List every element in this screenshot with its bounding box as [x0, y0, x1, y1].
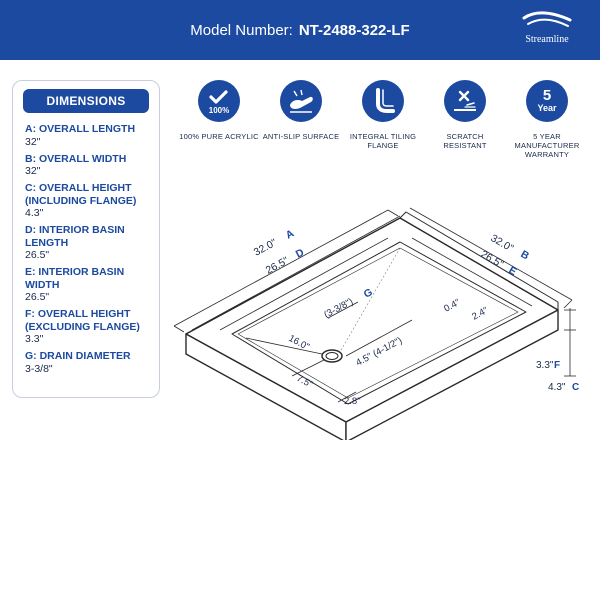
base-side-face: [345, 309, 559, 443]
overall-height-excl-value: 3.3": [536, 360, 554, 371]
dimension-item: A: OVERALL LENGTH 32": [25, 123, 159, 148]
features-row: 100% 100% PURE ACRYLIC ANTI-SLIP SURFACE…: [178, 80, 590, 180]
dimension-label: C: OVERALL HEIGHT (INCLUDING FLANGE): [25, 182, 137, 207]
dimensions-panel: DIMENSIONS A: OVERALL LENGTH 32" B: OVER…: [12, 80, 160, 398]
feature-anti-slip: ANTI-SLIP SURFACE: [260, 80, 342, 141]
model-number-value: NT-2488-322-LF: [298, 21, 410, 39]
dimension-value: 32": [25, 165, 41, 177]
diagram-svg: 32.0" A 26.5" D 32.0" B 26.5" E (3-3/8")…: [173, 207, 579, 443]
feature-label: 100% PURE ACRYLIC: [179, 132, 259, 141]
dimensions-title: DIMENSIONS: [23, 89, 149, 113]
dimension-label: G: DRAIN DIAMETER: [25, 350, 131, 362]
model-number-line: Model Number: NT-2488-322-LF: [0, 0, 600, 60]
feature-label: 5 YEAR MANUFACTURER WARRANTY: [514, 132, 580, 159]
dimension-value: 3.3": [25, 333, 44, 345]
letter-d: D: [294, 246, 307, 260]
interior-length-value: 26.5": [264, 255, 291, 277]
dimension-label: B: OVERALL WIDTH: [25, 152, 127, 165]
interior-basin: [231, 241, 527, 405]
dimension-label: E: INTERIOR BASIN WIDTH: [25, 266, 125, 291]
dimension-item: G: DRAIN DIAMETER 3-3/8": [25, 350, 159, 375]
dimension-item: E: INTERIOR BASIN WIDTH 26.5": [25, 266, 159, 303]
dimension-item: F: OVERALL HEIGHT (EXCLUDING FLANGE) 3.3…: [25, 308, 159, 345]
warranty-badge: 5 Year: [537, 88, 556, 114]
dimension-value: 32": [25, 135, 41, 148]
warranty-icon: 5 Year: [526, 80, 568, 122]
letter-e: E: [507, 264, 519, 278]
overall-length-value: 32.0": [252, 237, 279, 259]
dimension-item: C: OVERALL HEIGHT (INCLUDING FLANGE) 4.3…: [25, 182, 159, 219]
dimension-value: 26.5": [25, 291, 50, 303]
shower-base-diagram: 32.0" A 26.5" D 32.0" B 26.5" E (3-3/8")…: [160, 190, 600, 443]
feature-label: SCRATCH RESISTANT: [443, 132, 487, 150]
wave-logo-icon: [522, 11, 572, 27]
dimension-item: B: OVERALL WIDTH 32": [25, 153, 159, 178]
drain: [321, 349, 343, 363]
dimension-label: F: OVERALL HEIGHT (EXCLUDING FLANGE): [25, 308, 140, 333]
dim-2-8-value: 2.8": [344, 396, 361, 407]
feature-label: INTEGRAL TILING FLANGE: [349, 132, 417, 150]
feature-warranty: 5 Year 5 YEAR MANUFACTURER WARRANTY: [506, 80, 588, 159]
warranty-year-word: Year: [537, 103, 557, 113]
check-badge-icon: 100%: [198, 80, 240, 122]
letter-f: F: [554, 360, 560, 371]
tiling-flange-icon: [362, 80, 404, 122]
feature-label: ANTI-SLIP SURFACE: [262, 132, 340, 141]
model-number-label: Model Number:: [190, 21, 293, 39]
letter-a: A: [284, 227, 297, 241]
dimension-item: D: INTERIOR BASIN LENGTH 26.5": [25, 224, 159, 261]
feature-pure-acrylic: 100% 100% PURE ACRYLIC: [178, 80, 260, 141]
badge-percent-text: 100%: [209, 106, 229, 115]
dimension-value: 26.5": [25, 249, 50, 261]
brand-logo: Streamline: [512, 10, 582, 52]
overall-height-incl-value: 4.3": [548, 382, 566, 393]
dimension-label: A: OVERALL LENGTH: [25, 123, 136, 135]
scratch-resistant-icon: [444, 80, 486, 122]
warranty-year-number: 5: [542, 87, 552, 104]
dimension-label: D: INTERIOR BASIN LENGTH: [25, 224, 125, 249]
feature-tiling-flange: INTEGRAL TILING FLANGE: [342, 80, 424, 150]
anti-slip-foot-icon: [280, 80, 322, 122]
letter-c: C: [572, 382, 579, 393]
brand-name: Streamline: [525, 34, 569, 45]
letter-b: B: [519, 248, 532, 262]
dimensions-list: A: OVERALL LENGTH 32" B: OVERALL WIDTH 3…: [25, 123, 159, 380]
feature-scratch-resistant: SCRATCH RESISTANT: [424, 80, 506, 150]
header-bar: Model Number: NT-2488-322-LF Streamline: [0, 0, 600, 60]
overall-width-value: 32.0": [489, 232, 516, 255]
dimension-value: 3-3/8": [25, 362, 53, 375]
dimension-value: 4.3": [25, 207, 44, 219]
